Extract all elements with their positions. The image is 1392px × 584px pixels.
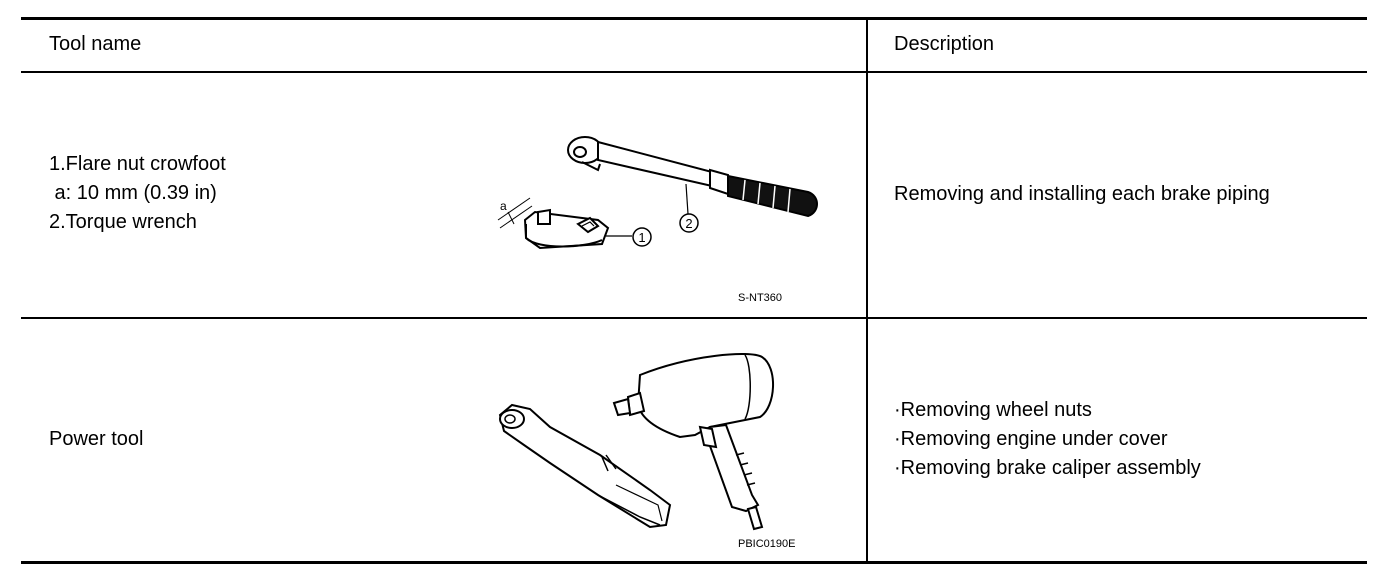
- table-top-rule: [21, 17, 1367, 20]
- description-line: Removing and installing each brake pipin…: [894, 183, 1270, 205]
- header-tool-name: Tool name: [49, 33, 142, 55]
- description-line: ·Removing wheel nuts: [894, 399, 1092, 421]
- description-line: ·Removing engine under cover: [894, 428, 1168, 450]
- tool-name-line: a: 10 mm (0.39 in): [49, 182, 217, 204]
- header-description: Description: [894, 33, 995, 55]
- tool-name-line: 1.Flare nut crowfoot: [49, 153, 226, 175]
- dimension-a-label: a: [500, 199, 507, 213]
- crowfoot-torque-wrench-illustration: 2 a 1: [497, 136, 818, 250]
- callout-2: 2: [685, 216, 692, 231]
- image-code: PBIC0190E: [738, 538, 796, 550]
- column-divider: [866, 20, 868, 561]
- table-bottom-rule: [21, 561, 1367, 564]
- tool-name-line: 2.Torque wrench: [49, 211, 197, 233]
- callout-1: 1: [638, 230, 645, 245]
- row-divider: [21, 317, 1367, 319]
- image-code: S-NT360: [738, 292, 783, 304]
- power-tool-illustration: [498, 353, 775, 531]
- header-bottom-rule: [21, 71, 1367, 73]
- tool-name-line: Power tool: [49, 428, 144, 450]
- description-line: ·Removing brake caliper assembly: [894, 457, 1201, 479]
